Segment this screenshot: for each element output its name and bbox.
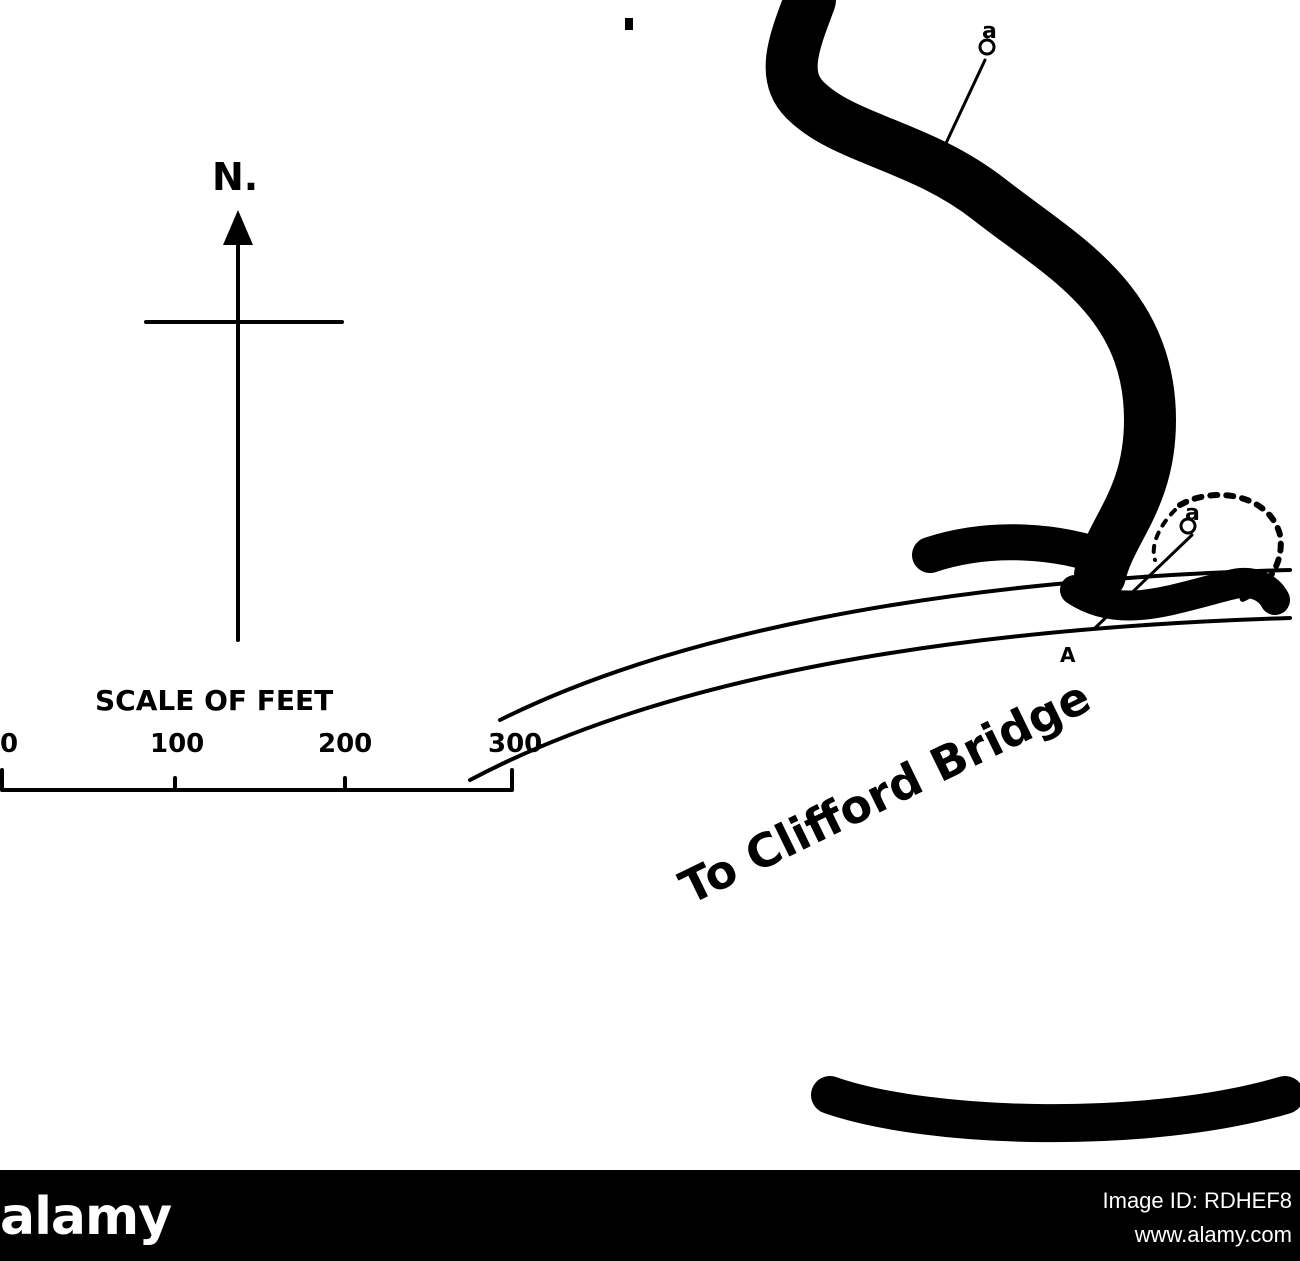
- earthwork-bottom-bank: [811, 1076, 1300, 1143]
- scale-tick-200: 200: [318, 729, 372, 759]
- north-arrow: [144, 210, 344, 642]
- section-line-north: [923, 38, 996, 190]
- watermark-footer: alamy Image ID: RDHEF8 www.alamy.com: [0, 1170, 1300, 1261]
- alamy-logo: alamy: [0, 1187, 172, 1247]
- stray-mark: [625, 18, 633, 30]
- scale-tick-300: 300: [488, 729, 542, 759]
- scale-title: SCALE OF FEET: [95, 684, 333, 717]
- point-label-A: A: [1060, 643, 1076, 667]
- scale-tick-100: 100: [150, 729, 204, 759]
- image-id: Image ID: RDHEF8: [1102, 1188, 1293, 1213]
- section-line-south: [1093, 517, 1197, 630]
- scale-tick-0: 0: [0, 729, 18, 759]
- image-reference: Image ID: RDHEF8 www.alamy.com: [1103, 1184, 1293, 1252]
- enclosure-circle: [1151, 492, 1284, 603]
- north-label: N.: [212, 155, 258, 199]
- road: [468, 568, 1292, 782]
- map-area: a a A To Clifford Bridge N. SCALE OF FEE…: [0, 0, 1300, 1143]
- scale-bar: [0, 768, 514, 792]
- site-url: www.alamy.com: [1134, 1222, 1292, 1247]
- road-label: To Clifford Bridge: [671, 669, 1098, 914]
- map-drawing: a a A To Clifford Bridge N. SCALE OF FEE…: [0, 0, 1300, 1143]
- point-label-a-south: a: [1185, 501, 1200, 526]
- earthwork-arm: [912, 524, 1128, 578]
- point-label-a-north: a: [982, 19, 997, 44]
- earthwork-bank: [765, 0, 1176, 601]
